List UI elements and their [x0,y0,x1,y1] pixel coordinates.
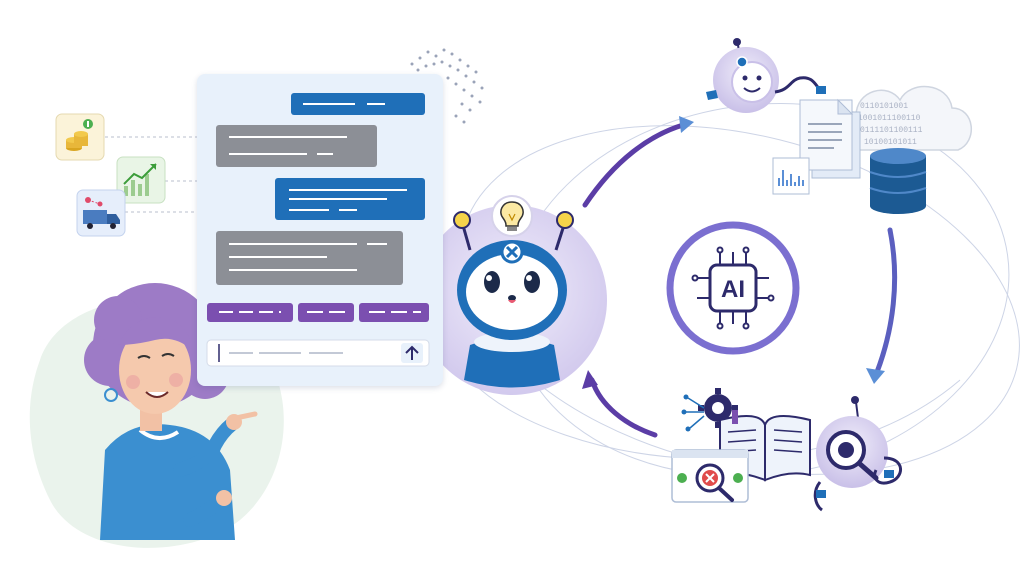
top-robot [706,38,826,113]
coins-card [55,113,105,161]
coins-icon [66,119,93,151]
cloud-binary-icon: 0110101001 1001011100110 0111101100111 1… [837,85,973,151]
gear-network-icon [681,388,738,432]
chat-conversation [206,93,430,367]
dot-pattern [410,48,484,124]
bot-message-bubble [216,125,377,167]
bot-message-bubble [216,231,403,285]
growth-chart-icon [123,163,157,196]
svg-text:1001011100110: 1001011100110 [858,114,921,123]
database-icon [869,148,927,214]
message-input[interactable] [206,339,430,367]
magnifier-reject-icon [671,449,749,503]
inspector-robot [813,396,902,512]
bar-chart-card [772,157,810,195]
document-stack-icon [799,98,861,179]
ai-badge [666,221,800,355]
connector-lines [105,136,197,213]
suggestion-chip[interactable] [359,303,429,322]
user-message-bubble [291,93,425,115]
woman-illustration [84,283,258,540]
delivery-card [76,189,126,237]
lightbulb-icon [491,195,533,237]
suggestion-chip[interactable] [207,303,293,322]
arrow-up-icon[interactable] [401,343,423,363]
arrow-heads [582,116,885,389]
growth-card [116,156,166,204]
svg-text:10100101011: 10100101011 [864,138,917,147]
central-chatbot [417,195,607,395]
cycle-arrows [582,122,898,438]
svg-text:0111101100111: 0111101100111 [860,126,923,135]
user-message-bubble [275,178,425,220]
suggestion-chip[interactable] [298,303,354,322]
delivery-truck-icon [83,197,120,229]
svg-text:0110101001: 0110101001 [860,102,908,111]
